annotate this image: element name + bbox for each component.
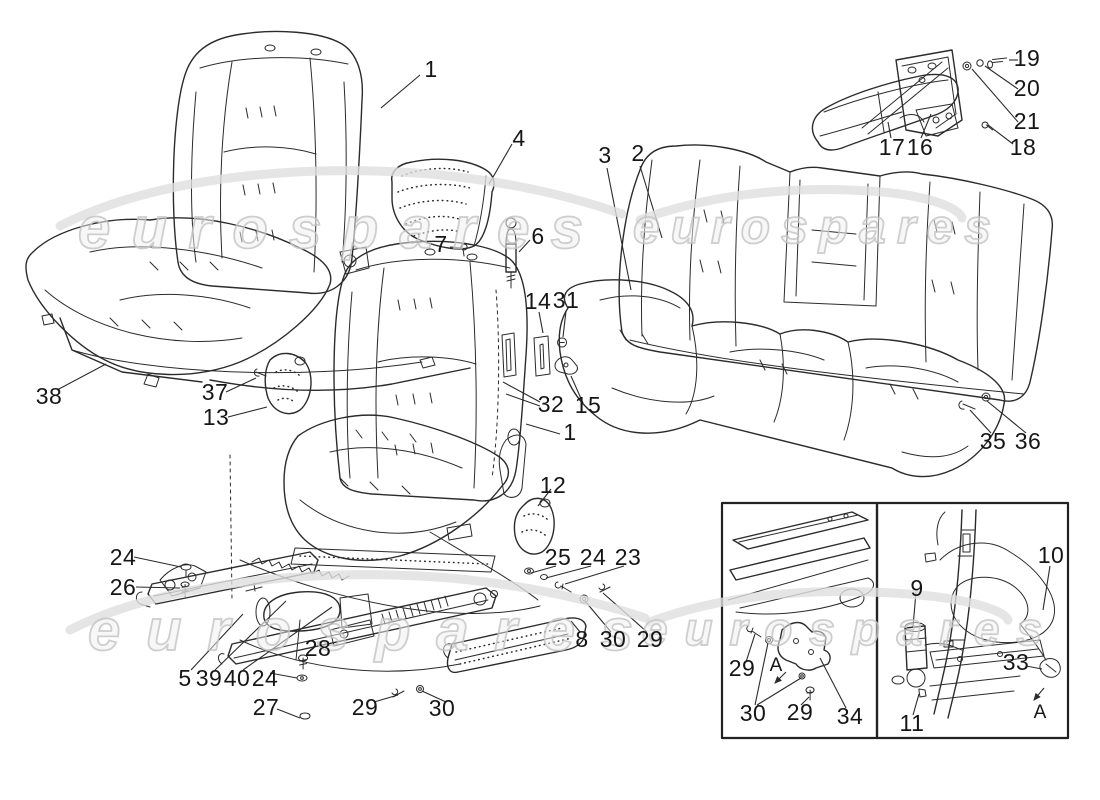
part-label-30: 30 <box>600 626 627 652</box>
part-label-16: 16 <box>907 134 934 160</box>
part-label-17: 17 <box>879 134 906 160</box>
seat-rails-assembly <box>135 523 611 720</box>
part-label-24: 24 <box>110 544 137 570</box>
part-label-24b: 24 <box>580 544 607 570</box>
part-label-21: 21 <box>1014 108 1041 134</box>
front-seat-exploded <box>229 240 578 601</box>
part-label-34: 34 <box>837 703 864 729</box>
part-label-26: 26 <box>110 574 137 600</box>
part-label-1b: 1 <box>563 419 576 445</box>
part-labels: 1 4 6 7 14 31 32 15 1 12 38 37 13 24 26 … <box>36 45 1065 736</box>
part-label-40: 40 <box>224 665 251 691</box>
part-label-19: 19 <box>1014 45 1041 71</box>
watermark-text: eurospares <box>633 201 991 254</box>
rear-bench-seat <box>558 144 1054 478</box>
part-label-27: 27 <box>253 694 280 720</box>
part-label-15: 15 <box>575 392 602 418</box>
part-label-30c: 30 <box>740 700 767 726</box>
part-label-29d: 29 <box>787 699 814 725</box>
part-label-5: 5 <box>178 665 191 691</box>
part-label-1: 1 <box>424 56 437 82</box>
headrest-guide <box>460 217 517 289</box>
part-label-28: 28 <box>305 635 332 661</box>
part-label-18: 18 <box>1010 134 1037 160</box>
part-label-31: 31 <box>553 287 580 313</box>
part-label-23: 23 <box>615 544 642 570</box>
part-label-13: 13 <box>203 404 230 430</box>
part-label-35: 35 <box>980 428 1007 454</box>
part-label-6: 6 <box>531 223 544 249</box>
rear-armrest <box>811 49 1007 151</box>
part-label-9: 9 <box>910 575 923 601</box>
part-label-29b: 29 <box>352 694 379 720</box>
detail-marker-a-right: A <box>1034 702 1047 723</box>
leader-lines <box>56 59 1051 719</box>
watermark-text: eurospares <box>78 196 583 261</box>
detail-marker-a-left: A <box>770 655 783 676</box>
part-label-3: 3 <box>598 142 611 168</box>
watermark-text: eurospares <box>642 603 1042 655</box>
front-seat-assembled <box>25 30 471 415</box>
part-label-32: 32 <box>538 391 565 417</box>
part-label-39: 39 <box>196 665 223 691</box>
part-label-25: 25 <box>545 544 572 570</box>
part-label-29c: 29 <box>729 655 756 681</box>
part-label-14: 14 <box>525 288 552 314</box>
part-label-2: 2 <box>631 140 644 166</box>
part-label-37: 37 <box>202 379 229 405</box>
part-label-7: 7 <box>434 231 447 257</box>
part-label-33: 33 <box>1003 649 1030 675</box>
inset-box-right <box>875 501 1070 740</box>
part-label-38: 38 <box>36 383 63 409</box>
part-label-11: 11 <box>900 710 925 736</box>
part-label-29: 29 <box>637 626 664 652</box>
part-label-8: 8 <box>575 626 588 652</box>
part-label-30b: 30 <box>429 695 456 721</box>
watermark-text: eurospares <box>88 598 633 663</box>
part-label-36: 36 <box>1015 428 1042 454</box>
part-label-10: 10 <box>1038 542 1065 568</box>
part-label-24c: 24 <box>252 665 279 691</box>
part-label-12: 12 <box>540 472 567 498</box>
part-label-20: 20 <box>1014 75 1041 101</box>
part-label-4: 4 <box>512 125 525 151</box>
